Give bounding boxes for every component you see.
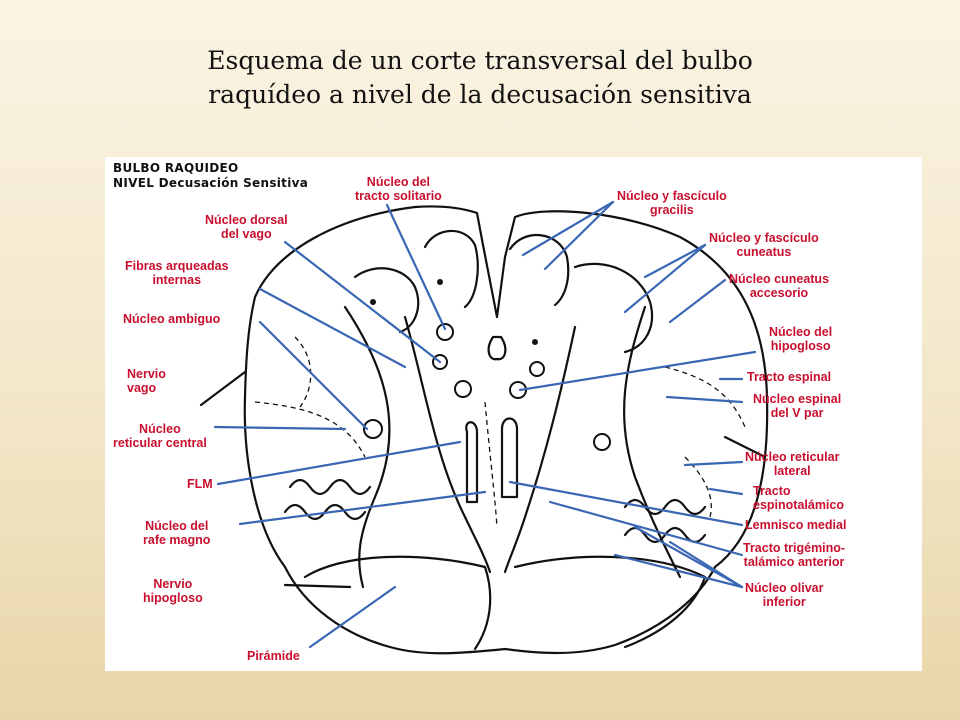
dorsal-vagal-circle (432, 354, 448, 370)
leader-cuneatus-acc (668, 278, 727, 324)
cuneatus-lobe-right (573, 262, 654, 354)
dashed-tract-right (664, 366, 746, 518)
pyramid-left (303, 555, 492, 651)
label-lemnisco-medial: Lemnisco medial (745, 518, 847, 532)
leader-espinotal (708, 487, 744, 496)
leader-lemnisco (508, 480, 744, 527)
right-small-circle (593, 433, 611, 451)
leader-reticular-lat (683, 460, 744, 467)
leader-cuneatus-b (623, 243, 707, 314)
leader-dorsal-vago (283, 240, 442, 364)
leader-hipogloso (518, 350, 757, 392)
dashed-midline (484, 401, 498, 528)
cuneatus-lobe-left (353, 267, 420, 334)
leader-gracilis-b (543, 200, 615, 271)
label-piramide: Pirámide (247, 649, 300, 663)
leader-gracilis-a (521, 200, 615, 257)
leader-reticular (213, 425, 347, 431)
leader-cuneatus-a (643, 243, 707, 279)
leader-rafe (238, 490, 487, 526)
label-nucleo-ambiguo: Núcleo ambiguo (123, 312, 221, 326)
arcuate-arc-left (343, 305, 391, 589)
central-canal (487, 335, 507, 361)
solitary-nucleus-circle (436, 323, 454, 341)
slide-title: Esquema de un corte transversal del bulb… (0, 44, 960, 112)
ambiguus-circle (363, 419, 383, 439)
leader-olivar-c (613, 553, 744, 589)
label-tracto-espinal: Tracto espinal (747, 370, 832, 384)
pyramid-right (513, 555, 707, 649)
diagram-panel: BULBO RAQUIDEO NIVEL Decusación Sensitiv… (105, 157, 922, 671)
nucleus-circle-right (529, 361, 545, 377)
arcuate-arc-right (623, 305, 682, 579)
leader-olivar-b (668, 540, 744, 589)
title-line-2: raquídeo a nivel de la decusación sensit… (208, 80, 752, 109)
leader-trigemino (548, 500, 744, 557)
leader-flm (216, 440, 462, 486)
medulla-drawing (199, 200, 769, 655)
hypoglossal-nerve-left (283, 583, 352, 589)
gracilis-lobe-right (508, 234, 570, 307)
vagus-nerve (199, 370, 247, 407)
leader-ambiguo (258, 320, 369, 431)
hypoglossal-left-circle (454, 380, 472, 398)
header-line-2: NIVEL Decusación Sensitiva (113, 176, 309, 190)
hypoglossal-nerve-right (723, 435, 767, 459)
decussation-left (403, 315, 492, 574)
leader-piramide (308, 585, 397, 649)
label-trigemino-talamico: Tracto trigémino-talámico anterior (743, 541, 846, 569)
title-line-1: Esquema de un corte transversal del bulb… (207, 46, 753, 75)
leader-espinal-v (665, 395, 744, 404)
label-flm: FLM (187, 477, 213, 491)
header-line-1: BULBO RAQUIDEO (113, 161, 239, 175)
raphe-column-left (465, 421, 479, 504)
diagram-header: BULBO RAQUIDEO NIVEL Decusación Sensitiv… (113, 161, 308, 191)
leader-solitario (385, 203, 447, 331)
dashed-tract-left (254, 336, 366, 458)
raphe-column-right (500, 417, 519, 499)
gracilis-lobe-left (423, 229, 479, 309)
leader-arqueadas (258, 287, 407, 369)
